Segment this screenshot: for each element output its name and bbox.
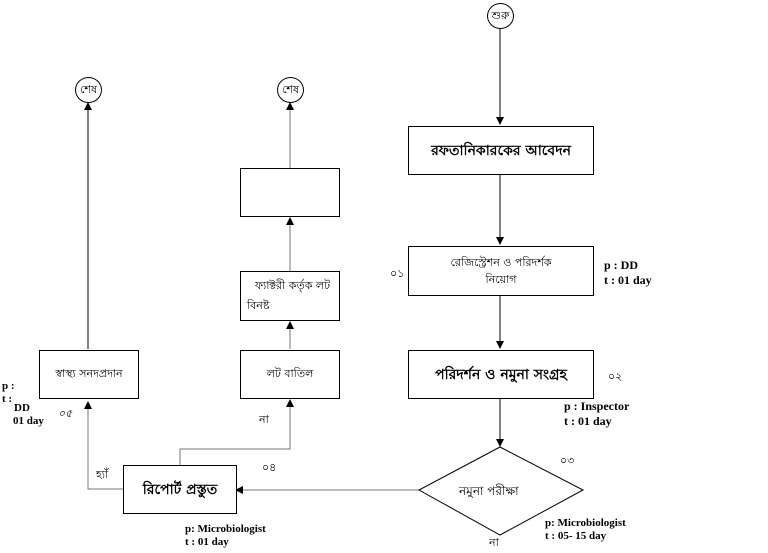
step-report-label: রিপোর্ট প্রস্তুত [142,481,218,498]
end-terminal-right: শেষ [277,77,304,103]
end-terminal-left: শেষ [75,77,102,103]
step-number-03: ০৩ [560,454,575,467]
end-label: শেষ [79,82,98,96]
person-inspection: p : Inspector [564,399,630,413]
edge-report-to-lot-cancel [179,399,294,465]
step-lot-cancel-label: লট বাতিল [266,367,314,380]
edge-label-no-diamond: না [489,536,499,549]
time-inspection: t : 01 day [564,414,612,428]
step-application: রফতানিকারকের আবেদন [408,126,594,175]
step-certificate-label: স্বাস্থ্য সনদপ্রদান [55,367,123,380]
edge-report-to-certificate [84,401,123,490]
start-label: শুরু [491,8,510,22]
person-testing: p: Microbiologist [545,517,626,529]
person-label-certificate: p : [2,380,15,392]
step-application-label: রফতানিকারকের আবেদন [431,142,571,159]
step-registration-label-line2: নিয়োগ [485,273,517,286]
step-registration: রেজিস্ট্রেশন ও পরিদর্শক নিয়োগ [408,246,594,296]
step-lot-destroy: ফ্যাক্টরী কর্তৃক লট বিনষ্ট [240,271,340,321]
person-certificate: DD [14,402,30,414]
step-registration-label-line1: রেজিস্ট্রেশন ও পরিদর্শক [450,256,552,269]
step-blank [240,168,340,217]
step-report: রিপোর্ট প্রস্তুত [123,465,237,514]
end-label: শেষ [281,82,300,96]
time-report: t : 01 day [185,536,229,548]
step-testing-label: নমুনা পরীক্ষা [459,484,519,498]
decision-diamond [417,446,585,536]
step-number-02: ০২ [608,370,623,383]
step-lot-destroy-label-line2: বিনষ্ট [247,299,270,312]
time-testing: t : 05- 15 day [545,530,607,542]
person-registration: p : DD [604,258,639,272]
step-number-05: ০৫ [58,407,73,420]
edge-label-yes: হ্যাঁ [96,468,109,481]
step-number-01: ০১ [390,267,405,280]
step-lot-cancel: লট বাতিল [240,350,340,399]
step-number-04: ০৪ [262,461,277,474]
step-inspection: পরিদর্শন ও নমুনা সংগ্রহ [408,350,594,399]
step-certificate: স্বাস্থ্য সনদপ্রদান [39,350,139,399]
step-lot-destroy-label-line1: ফ্যাক্টরী কর্তৃক লট [255,279,331,292]
time-certificate: 01 day [13,415,44,427]
edge-label-no-lot: না [259,413,269,426]
time-label-certificate: t : [2,393,13,405]
start-terminal: শুরু [487,3,514,29]
person-report: p: Microbiologist [185,523,266,535]
step-inspection-label: পরিদর্শন ও নমুনা সংগ্রহ [435,366,567,383]
time-registration: t : 01 day [604,273,652,287]
